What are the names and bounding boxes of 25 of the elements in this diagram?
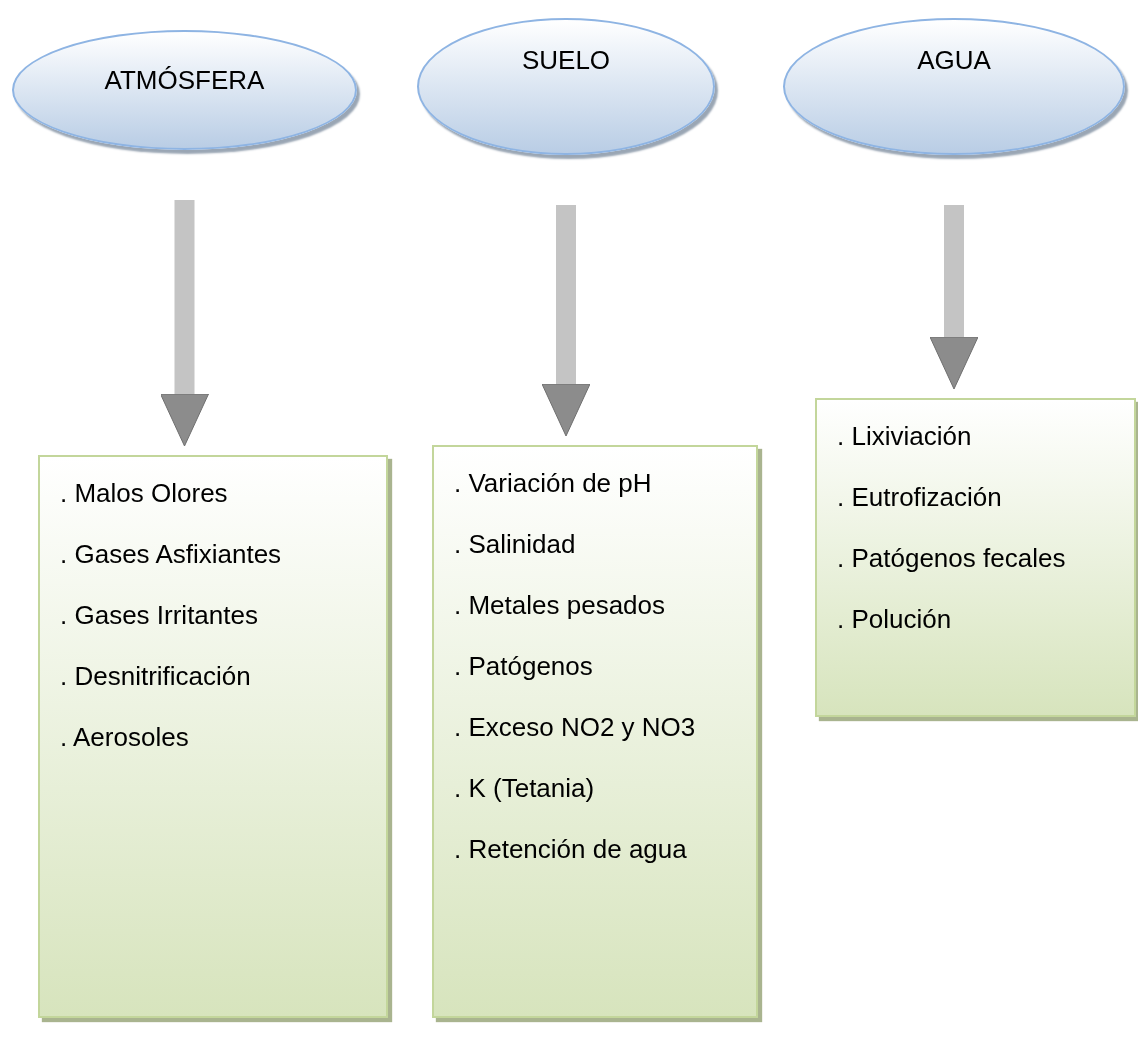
list-item: . Malos Olores [60,477,229,509]
list-box [432,445,758,1018]
list-item: . Variación de pH [454,467,653,499]
list-item: . Patógenos fecales [837,542,1067,574]
category-title: SUELO [521,44,611,76]
list-item: . Patógenos [454,650,594,682]
block-arrow [541,205,591,437]
list-box [815,398,1136,717]
list-item: . Aerosoles [60,721,190,753]
list-item: . Metales pesados [454,589,666,621]
category-title: AGUA [917,44,991,76]
list-item: . Eutrofización [837,481,1003,513]
list-item: . Gases Asfixiantes [60,538,283,570]
list-item: . Desnitrificación [60,660,252,692]
block-arrow [160,200,209,447]
list-item: . Salinidad [454,528,577,560]
category-title: ATMÓSFERA [104,64,265,96]
list-item: . Gases Irritantes [60,599,259,631]
list-item: . K (Tetania) [454,772,596,804]
list-item: . Polución [837,603,953,635]
block-arrow [929,205,979,390]
list-item: . Lixiviación [837,420,973,452]
list-item: . Retención de agua [454,833,688,865]
list-box [38,455,388,1018]
list-item: . Exceso NO2 y NO3 [454,711,697,743]
